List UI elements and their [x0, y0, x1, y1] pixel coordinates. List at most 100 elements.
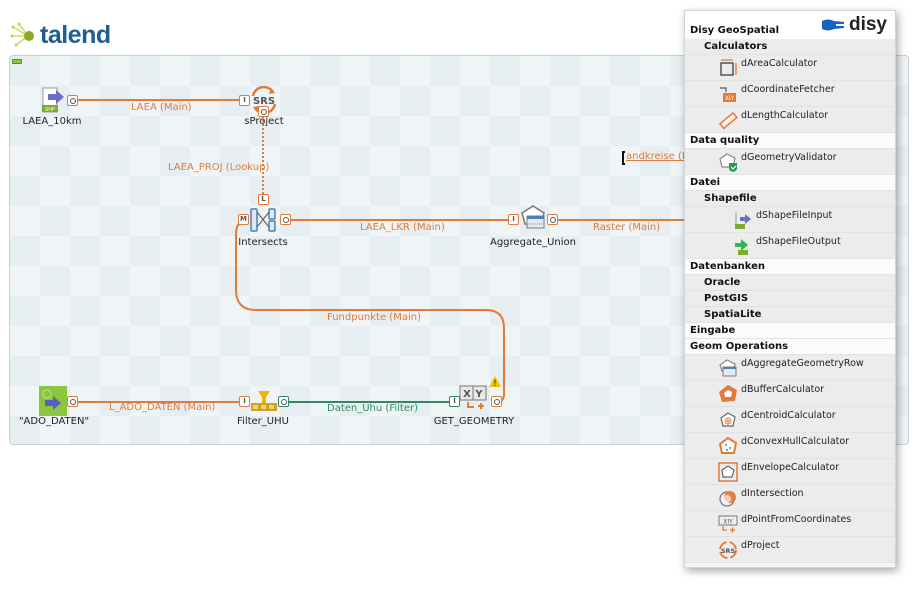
- svg-text:XIY: XIY: [725, 95, 735, 102]
- svg-text:X: X: [463, 389, 471, 400]
- geometry-validator-icon: [718, 152, 738, 172]
- palette-category-spatialite[interactable]: SpatiaLite: [685, 307, 895, 323]
- intersection-icon: [718, 488, 738, 508]
- centroid-icon: [718, 410, 738, 430]
- disy-logo-mark-icon: [821, 19, 844, 31]
- palette-item-label: dCentroidCalculator: [741, 410, 836, 421]
- buffer-icon: [718, 384, 738, 404]
- palette-category-datei[interactable]: Datei: [685, 175, 895, 191]
- connection-label: L_ADO_DATEN (Main): [109, 402, 216, 413]
- output-port[interactable]: [491, 396, 502, 407]
- palette-item-label: dLengthCalculator: [741, 110, 829, 121]
- warning-icon[interactable]: [489, 372, 501, 391]
- talend-logo-text: talend: [40, 20, 111, 49]
- output-port[interactable]: [67, 396, 78, 407]
- connection-label: Fundpunkte (Main): [327, 312, 421, 323]
- component-name: GET_GEOMETRY: [433, 416, 515, 427]
- component-palette: Disy GeoSpatial disy Calculators dAreaCal…: [684, 10, 896, 568]
- component-name: sProject: [244, 116, 284, 127]
- palette-header: Disy GeoSpatial disy: [685, 11, 895, 39]
- aggregate-icon: [521, 205, 545, 229]
- convex-hull-icon: [718, 436, 738, 456]
- filter-icon: [251, 391, 277, 411]
- database-input-icon: [39, 386, 67, 416]
- palette-item-label: dAggregateGeometryRow: [741, 358, 864, 369]
- disy-logo-text: disy: [848, 14, 887, 35]
- palette-item-label: dGeometryValidator: [741, 152, 837, 163]
- output-port[interactable]: [547, 214, 558, 225]
- palette-category-data-quality[interactable]: Data quality: [685, 133, 895, 149]
- connection-label: LAEA_PROJ (Lookup): [168, 162, 270, 173]
- point-from-coordinates-component[interactable]: X Y: [459, 385, 487, 419]
- input-port[interactable]: I: [239, 95, 250, 106]
- palette-item-daggregategeometryrow[interactable]: dAggregateGeometryRow: [685, 355, 895, 381]
- connection-label: Daten_Uhu (Filter): [327, 403, 418, 414]
- connection-label: Raster (Main): [593, 222, 661, 233]
- palette-category-postgis[interactable]: PostGIS: [685, 291, 895, 307]
- input-port[interactable]: I: [508, 214, 519, 225]
- point-from-coordinates-icon: XIY: [718, 514, 738, 534]
- palette-item-dcentroidcalculator[interactable]: dCentroidCalculator: [685, 407, 895, 433]
- coordinate-fetcher-icon: XIY: [718, 84, 738, 104]
- palette-category-shapefile[interactable]: Shapefile: [685, 191, 895, 207]
- point-from-coordinates-icon: X Y: [459, 385, 487, 409]
- palette-item-dlengthcalculator[interactable]: dLengthCalculator: [685, 107, 895, 133]
- palette-item-dconvexhullcalculator[interactable]: dConvexHullCalculator: [685, 433, 895, 459]
- component-name: LAEA_10km: [22, 116, 82, 127]
- envelope-icon: [718, 462, 738, 482]
- palette-category-datenbanken[interactable]: Datenbanken: [685, 259, 895, 275]
- lookup-port[interactable]: L: [258, 194, 269, 205]
- srs-project-icon: SRS: [718, 540, 738, 560]
- note-landkreise[interactable]: andkreise (Lo: [622, 151, 684, 165]
- svg-text:XIY: XIY: [723, 519, 733, 526]
- shapefile-input-icon: [733, 210, 753, 230]
- database-input-component[interactable]: [39, 386, 67, 420]
- palette-item-label: dEnvelopeCalculator: [741, 462, 840, 473]
- palette-item-dintersection[interactable]: dIntersection: [685, 485, 895, 511]
- palette-category-calculators[interactable]: Calculators: [685, 39, 895, 55]
- canvas-minimize-button[interactable]: [12, 59, 22, 64]
- svg-text:SHP: SHP: [45, 107, 55, 113]
- output-port[interactable]: [67, 95, 78, 106]
- palette-item-dshapefileoutput[interactable]: dShapeFileOutput: [685, 233, 895, 259]
- output-port[interactable]: [278, 396, 289, 407]
- area-calculator-icon: [718, 58, 738, 78]
- shapefile-output-icon: [733, 236, 753, 256]
- aggregate-union-component[interactable]: [518, 204, 548, 236]
- talend-logo-mark-icon: [10, 22, 34, 47]
- palette-category-geom-operations[interactable]: Geom Operations: [685, 339, 895, 355]
- output-port[interactable]: [258, 106, 269, 117]
- palette-item-label: dShapeFileOutput: [756, 236, 841, 247]
- shapefile-input-icon: SHP: [42, 87, 64, 113]
- svg-text:SRS: SRS: [721, 547, 736, 555]
- shapefile-input-component[interactable]: SHP: [40, 86, 68, 118]
- palette-item-denvelopecalculator[interactable]: dEnvelopeCalculator: [685, 459, 895, 485]
- ruler-icon: [718, 110, 738, 130]
- palette-item-label: dBufferCalculator: [741, 384, 825, 395]
- component-name: Intersects: [238, 237, 288, 248]
- filter-component[interactable]: [250, 389, 278, 417]
- intersects-component[interactable]: [249, 207, 277, 237]
- connection-label: LAEA_LKR (Main): [360, 222, 445, 233]
- palette-category-oracle[interactable]: Oracle: [685, 275, 895, 291]
- main-port[interactable]: M: [238, 214, 249, 225]
- input-port[interactable]: I: [239, 396, 250, 407]
- palette-category-eingabe[interactable]: Eingabe: [685, 323, 895, 339]
- palette-item-label: dConvexHullCalculator: [741, 436, 850, 447]
- output-port[interactable]: [280, 214, 291, 225]
- connection-fundpunkte-main[interactable]: [235, 219, 505, 403]
- component-name: Aggregate_Union: [489, 237, 577, 248]
- palette-item-dbuffercalculator[interactable]: dBufferCalculator: [685, 381, 895, 407]
- palette-item-dshapefileinput[interactable]: dShapeFileInput: [685, 207, 895, 233]
- disy-logo: disy: [821, 14, 887, 36]
- palette-item-label: dAreaCalculator: [741, 58, 818, 69]
- svg-text:SRS: SRS: [253, 96, 275, 107]
- palette-item-dgeometryvalidator[interactable]: dGeometryValidator: [685, 149, 895, 175]
- input-port[interactable]: I: [449, 396, 460, 407]
- palette-item-dareacalculator[interactable]: dAreaCalculator: [685, 55, 895, 81]
